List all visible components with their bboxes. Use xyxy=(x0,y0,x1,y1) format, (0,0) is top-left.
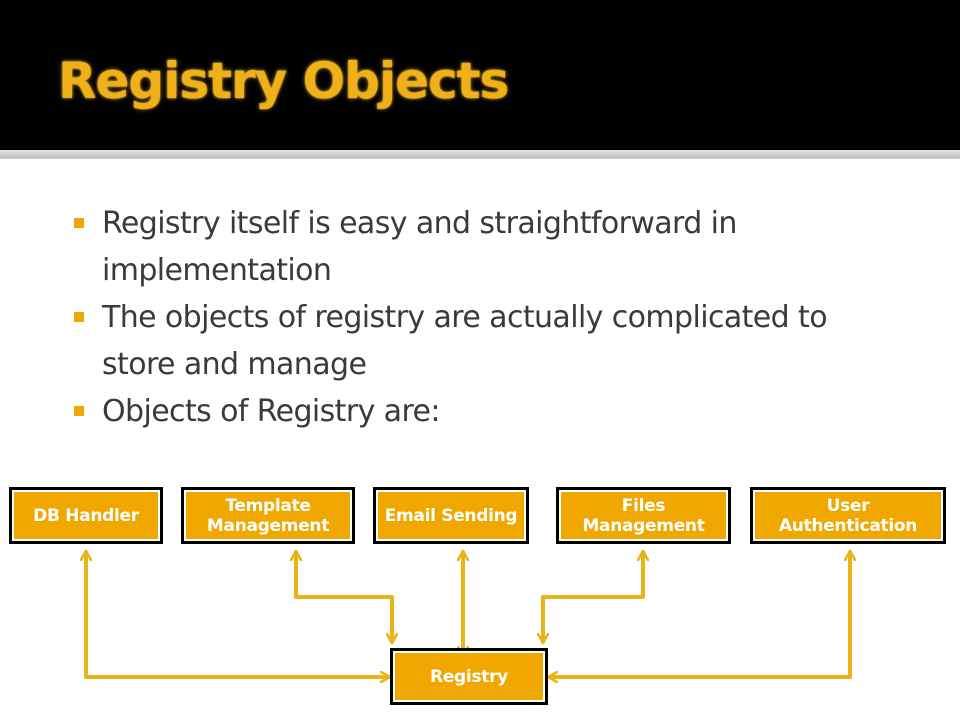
files-management-connector xyxy=(543,551,643,643)
template-management-label: Template Management xyxy=(184,490,352,541)
email-sending-box: Email Sending xyxy=(373,487,529,544)
square-bullet-icon xyxy=(74,312,84,322)
title-divider-line xyxy=(0,158,960,159)
bullet-list: Registry itself is easy and straightforw… xyxy=(72,200,892,435)
title-bar xyxy=(0,0,960,150)
bullet-item: The objects of registry are actually com… xyxy=(72,294,892,388)
user-authentication-connector xyxy=(548,551,850,677)
user-authentication-label: User Authentication xyxy=(753,490,943,541)
user-authentication-box: User Authentication xyxy=(750,487,946,544)
title-divider xyxy=(0,150,960,158)
registry-label: Registry xyxy=(393,651,545,702)
db-handler-label: DB Handler xyxy=(12,490,160,541)
template-management-connector xyxy=(296,551,392,643)
template-management-box: Template Management xyxy=(181,487,355,544)
db-handler-connector xyxy=(86,551,390,677)
bullet-item: Objects of Registry are: xyxy=(72,388,892,435)
bullet-text: Registry itself is easy and straightforw… xyxy=(102,206,737,288)
bullet-item: Registry itself is easy and straightforw… xyxy=(72,200,892,294)
registry-box: Registry xyxy=(390,648,548,705)
slide-title: Registry Objects xyxy=(58,52,509,110)
email-sending-label: Email Sending xyxy=(376,490,526,541)
bullet-text: The objects of registry are actually com… xyxy=(102,300,828,382)
bullet-text: Objects of Registry are: xyxy=(102,394,441,429)
square-bullet-icon xyxy=(74,406,84,416)
files-management-box: Files Management xyxy=(556,487,731,544)
square-bullet-icon xyxy=(74,218,84,228)
db-handler-box: DB Handler xyxy=(9,487,163,544)
files-management-label: Files Management xyxy=(559,490,728,541)
